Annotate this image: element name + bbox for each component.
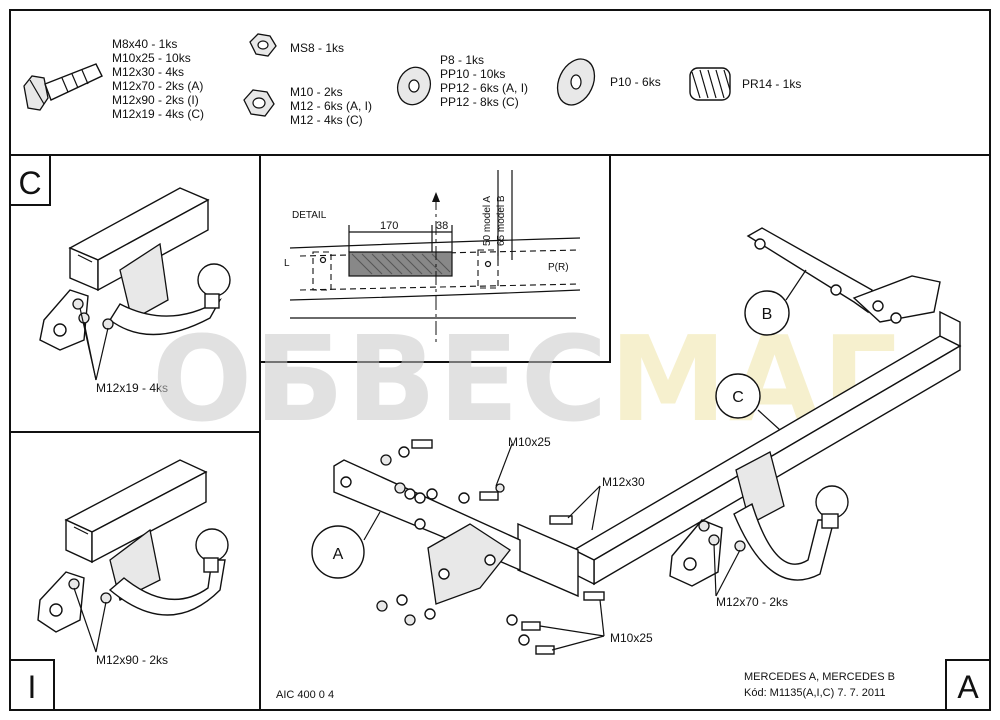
drawing-code: AIC 400 0 4 — [276, 689, 334, 701]
svg-text:M10x25 - 10ks: M10x25 - 10ks — [112, 51, 191, 65]
bolt-list: M8x40 - 1ks M10x25 - 10ks M12x30 - 4ks M… — [112, 37, 204, 121]
callout-a-circle — [311, 525, 365, 579]
panel-i-towbar-drawing — [37, 459, 229, 653]
svg-text:PP10 - 10ks: PP10 - 10ks — [440, 67, 505, 81]
main-towbar-drawing — [333, 227, 962, 655]
svg-text:P8 - 1ks: P8 - 1ks — [440, 53, 484, 67]
detail-dim-38: 38 — [436, 220, 448, 232]
svg-text:M12x30 - 4ks: M12x30 - 4ks — [112, 65, 184, 79]
washer-p10-icon — [556, 58, 596, 106]
washer-p-list: P8 - 1ks PP10 - 10ks PP12 - 6ks (A, I) P… — [440, 53, 528, 109]
panel-i-callout: M12x90 - 2ks — [96, 653, 168, 667]
svg-text:PP12 - 8ks (C): PP12 - 8ks (C) — [440, 95, 519, 109]
detail-right-label: P(R) — [548, 262, 569, 273]
washer-p-icon — [396, 66, 432, 106]
detail-dim-170: 170 — [380, 220, 398, 232]
callout-c-circle — [715, 373, 761, 419]
main-bolt-m12x30: M12x30 — [602, 475, 645, 489]
svg-text:M10 - 2ks: M10 - 2ks — [290, 85, 343, 99]
washer-p10-label: P10 - 6ks — [610, 75, 661, 89]
panel-c-callout: M12x19 - 4ks — [96, 381, 168, 395]
svg-text:M12x19 - 4ks (C): M12x19 - 4ks (C) — [112, 107, 204, 121]
version-letter: A — [957, 669, 979, 705]
main-bolt-m10-bottom: M10x25 — [610, 631, 653, 645]
panel-i-letter-box — [9, 659, 55, 711]
main-bolt-m10-top: M10x25 — [508, 435, 551, 449]
version-letter-box — [945, 659, 991, 711]
callout-a-label: A — [333, 546, 344, 563]
detail-drawing: DETAIL L P(R) 170 38 50 model A 65 model… — [284, 170, 581, 345]
watermark-part1: ОБВЕС — [152, 310, 609, 448]
nut-list: M10 - 2ks M12 - 6ks (A, I) M12 - 4ks (C) — [290, 85, 372, 127]
detail-model-b: 65 model B — [496, 195, 507, 246]
kod-line: Kód: M1135(A,I,C) 7. 7. 2011 — [744, 687, 885, 699]
panel-c-letter-box — [9, 154, 51, 206]
bolt-icon — [23, 63, 103, 111]
panel-c-letter: C — [18, 165, 41, 201]
spring-label: PR14 - 1ks — [742, 77, 801, 91]
detail-left-label: L — [284, 258, 290, 269]
panel-i-letter: I — [28, 669, 37, 705]
nut-ms8-label: MS8 - 1ks — [290, 41, 344, 55]
detail-title: DETAIL — [292, 210, 327, 221]
callout-b-circle — [744, 290, 790, 336]
svg-text:PP12 - 6ks (A, I): PP12 - 6ks (A, I) — [440, 81, 528, 95]
panel-c-towbar-drawing — [39, 187, 231, 381]
main-bolt-m12x70: M12x70 - 2ks — [716, 595, 788, 609]
detail-frame — [260, 155, 611, 363]
outer-frame — [9, 9, 991, 711]
svg-text:M12 - 6ks (A, I): M12 - 6ks (A, I) — [290, 99, 372, 113]
nut-m10-icon — [243, 89, 275, 117]
svg-text:M8x40 - 1ks: M8x40 - 1ks — [112, 37, 177, 51]
svg-text:M12x70 - 2ks (A): M12x70 - 2ks (A) — [112, 79, 203, 93]
nut-ms8-icon — [249, 33, 277, 57]
svg-text:M12x90 - 2ks (I): M12x90 - 2ks (I) — [112, 93, 199, 107]
spring-icon — [689, 67, 731, 101]
callout-c-label: C — [732, 389, 744, 406]
svg-text:M12 - 4ks (C): M12 - 4ks (C) — [290, 113, 363, 127]
detail-model-a: 50 model A — [482, 196, 493, 246]
callout-b-label: B — [762, 306, 773, 323]
model-name: MERCEDES A, MERCEDES B — [744, 671, 895, 683]
